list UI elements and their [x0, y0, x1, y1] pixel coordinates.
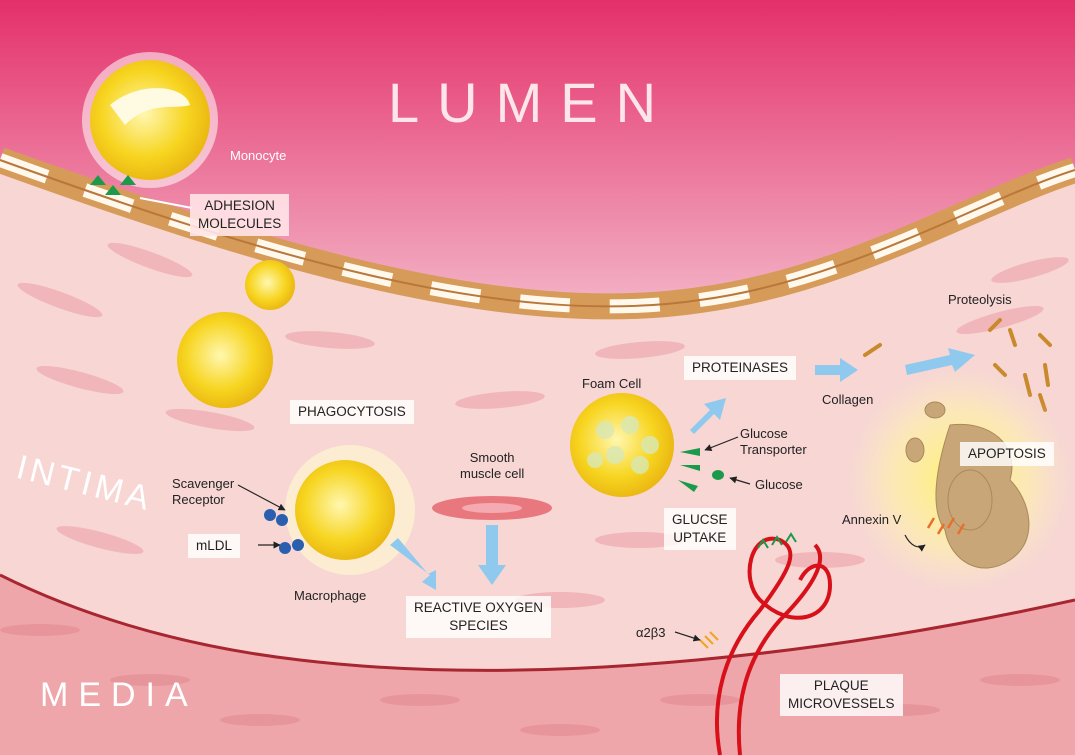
annexin-v-label: Annexin V [842, 512, 901, 528]
adhesion-molecules-label: ADHESION MOLECULES [190, 194, 289, 236]
alpha2beta3-label: α2β3 [636, 625, 665, 641]
plaque-microvessels-label: PLAQUE MICROVESSELS [780, 674, 903, 716]
mldl-label: mLDL [188, 534, 240, 558]
glucose-transporter-label: Glucose Transporter [740, 426, 807, 458]
monocyte-label: Monocyte [230, 148, 286, 164]
collagen-label: Collagen [822, 392, 873, 408]
glucose-label: Glucose [755, 477, 803, 493]
scavenger-receptor-label: Scavenger Receptor [172, 476, 234, 508]
media-label: MEDIA [40, 676, 198, 715]
glucose-uptake-label: GLUCSE UPTAKE [664, 508, 736, 550]
reactive-oxygen-species-label: REACTIVE OXYGEN SPECIES [406, 596, 551, 638]
phagocytosis-label: PHAGOCYTOSIS [290, 400, 414, 424]
proteinases-label: PROTEINASES [684, 356, 796, 380]
smooth-muscle-cell-label: Smooth muscle cell [460, 450, 524, 482]
proteolysis-label: Proteolysis [948, 292, 1012, 308]
apoptosis-label: APOPTOSIS [960, 442, 1054, 466]
foam-cell-label: Foam Cell [582, 376, 641, 392]
lumen-label: LUMEN [388, 70, 674, 135]
macrophage-label: Macrophage [294, 588, 366, 604]
